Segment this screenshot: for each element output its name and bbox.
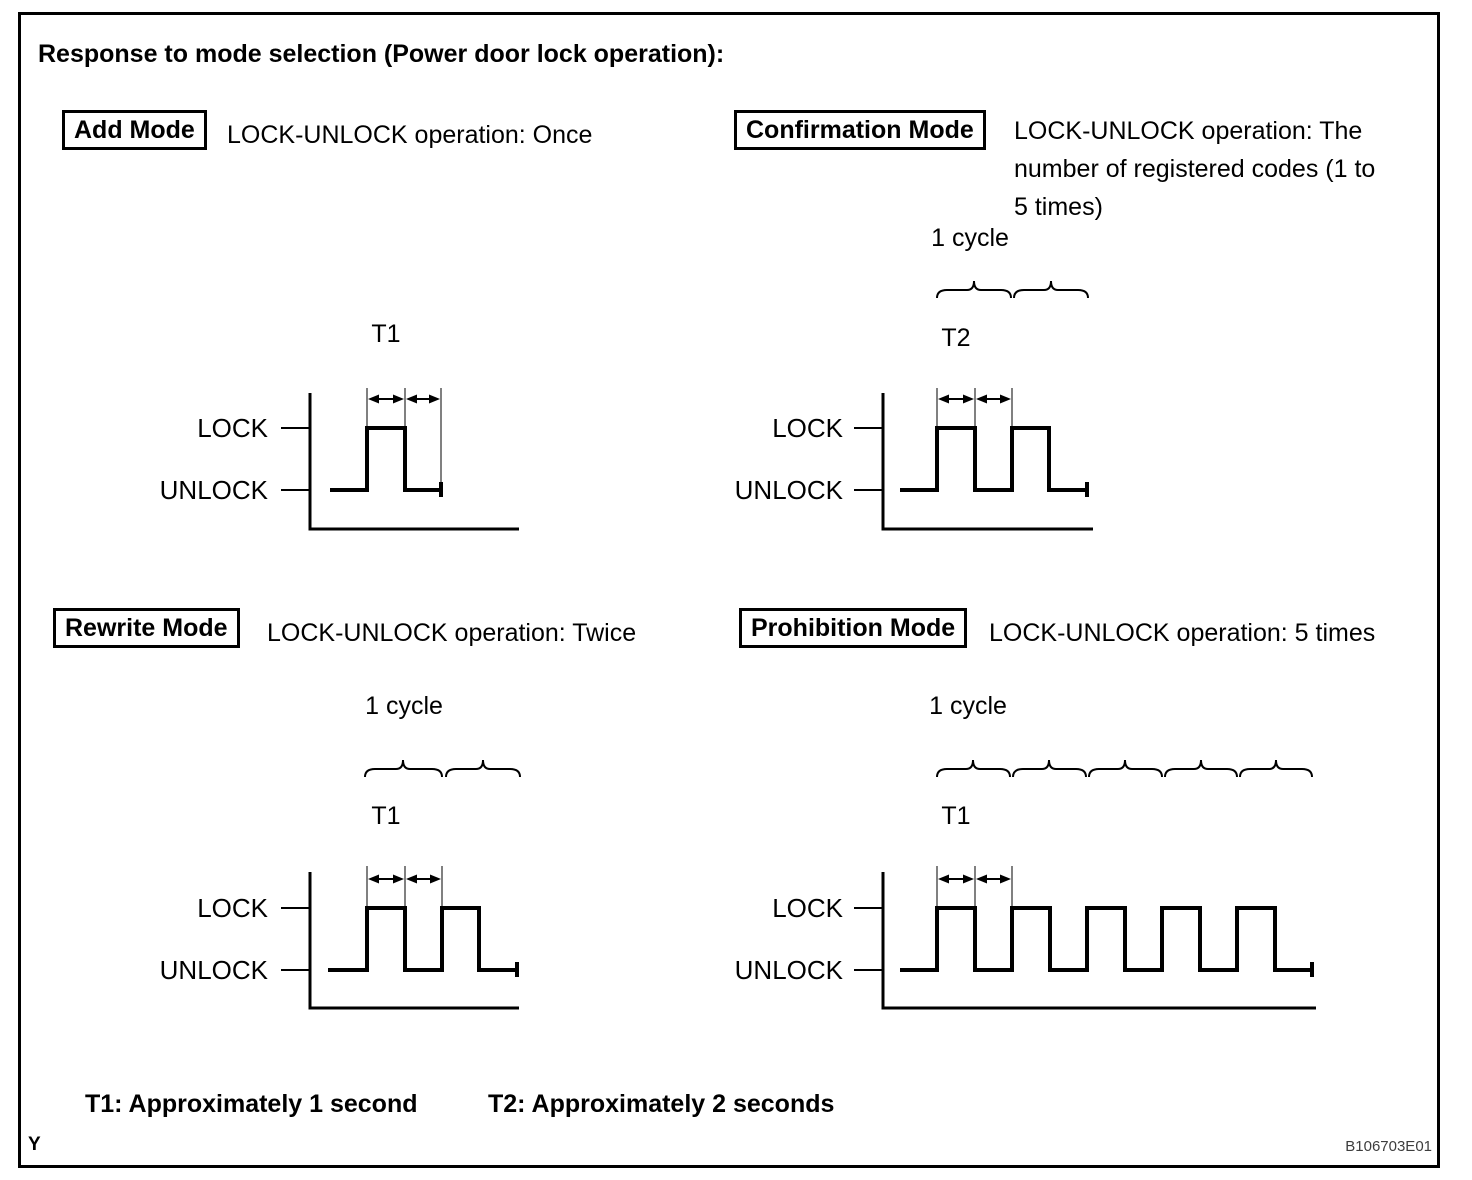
arrowhead bbox=[429, 394, 440, 404]
dimension-lines bbox=[366, 866, 443, 906]
waveform-trace bbox=[900, 906, 1312, 972]
cycle-brace bbox=[1164, 759, 1238, 778]
lock-label: LOCK bbox=[772, 893, 843, 923]
axis bbox=[881, 393, 1093, 531]
arrowhead bbox=[963, 874, 974, 884]
level-ticks bbox=[854, 907, 883, 971]
arrowhead bbox=[406, 394, 417, 404]
arrowhead bbox=[393, 394, 404, 404]
arrowhead bbox=[938, 874, 949, 884]
arrowhead bbox=[976, 874, 987, 884]
arrowhead bbox=[1000, 874, 1011, 884]
mode-description: LOCK-UNLOCK operation: Once bbox=[227, 121, 593, 149]
mode-description-line: 5 times) bbox=[1014, 193, 1103, 221]
arrowhead bbox=[938, 394, 949, 404]
level-ticks bbox=[854, 427, 883, 491]
lock-label: LOCK bbox=[772, 413, 843, 443]
cycle-label: 1 cycle bbox=[365, 692, 443, 720]
dimension-lines bbox=[366, 388, 442, 483]
cycle-label: 1 cycle bbox=[929, 692, 1007, 720]
lock-label: LOCK bbox=[197, 893, 268, 923]
cycle-brace bbox=[364, 759, 443, 778]
unlock-label: UNLOCK bbox=[159, 955, 268, 985]
page-letter-y: Y bbox=[28, 1134, 41, 1155]
dimension-arrows bbox=[938, 874, 1011, 884]
axis bbox=[308, 393, 519, 531]
dimension-lines bbox=[936, 866, 1013, 906]
cycle-braces bbox=[936, 280, 1089, 299]
cycle-brace bbox=[936, 280, 1012, 299]
waveform-diagram-rewrite bbox=[281, 759, 521, 1010]
dimension-arrows bbox=[368, 394, 440, 404]
cycle-braces bbox=[936, 759, 1313, 778]
mode-description-line: number of registered codes (1 to bbox=[1014, 155, 1376, 183]
unlock-label: UNLOCK bbox=[159, 475, 268, 505]
cycle-brace bbox=[1012, 759, 1087, 778]
lock-label: LOCK bbox=[197, 413, 268, 443]
figure-border bbox=[18, 12, 1440, 1168]
waveform-diagram-confirmation bbox=[854, 280, 1093, 531]
cycle-brace bbox=[1239, 759, 1313, 778]
waveform-diagram-prohibition bbox=[854, 759, 1316, 1010]
cycle-braces bbox=[364, 759, 521, 778]
cycle-brace bbox=[936, 759, 1011, 778]
cycle-label: 1 cycle bbox=[931, 224, 1009, 252]
mode-label-box: Prohibition Mode bbox=[739, 608, 968, 648]
arrowhead bbox=[1000, 394, 1011, 404]
mode-label-box: Add Mode bbox=[62, 110, 207, 150]
dimension-arrows bbox=[368, 874, 441, 884]
t-label: T2 bbox=[941, 324, 971, 352]
level-ticks bbox=[281, 427, 310, 491]
mode-label-box: Confirmation Mode bbox=[734, 110, 986, 150]
t2-note: T2: Approximately 2 seconds bbox=[488, 1090, 835, 1118]
arrowhead bbox=[368, 394, 379, 404]
unlock-label: UNLOCK bbox=[734, 475, 843, 505]
mode-label-box: Rewrite Mode bbox=[53, 608, 240, 648]
cycle-brace bbox=[1088, 759, 1163, 778]
arrowhead bbox=[393, 874, 404, 884]
waveform-trace bbox=[328, 906, 517, 972]
dimension-lines bbox=[936, 388, 1013, 426]
mode-description: LOCK-UNLOCK operation: Twice bbox=[267, 619, 637, 647]
unlock-label: UNLOCK bbox=[734, 955, 843, 985]
cycle-brace bbox=[1013, 280, 1089, 299]
waveform-diagram-add bbox=[281, 388, 519, 531]
arrowhead bbox=[406, 874, 417, 884]
t-label: T1 bbox=[941, 802, 971, 830]
t-label: T1 bbox=[371, 802, 401, 830]
arrowhead bbox=[976, 394, 987, 404]
figure-code: B106703E01 bbox=[1345, 1138, 1432, 1155]
waveform-trace bbox=[900, 426, 1087, 492]
axis bbox=[881, 872, 1316, 1010]
arrowhead bbox=[368, 874, 379, 884]
mode-description: LOCK-UNLOCK operation: 5 times bbox=[989, 619, 1376, 647]
dimension-arrows bbox=[938, 394, 1011, 404]
level-ticks bbox=[281, 907, 310, 971]
t-label: T1 bbox=[371, 320, 401, 348]
cycle-brace bbox=[445, 759, 521, 778]
mode-description: LOCK-UNLOCK operation: The number of reg… bbox=[1014, 112, 1375, 226]
arrowhead bbox=[430, 874, 441, 884]
t1-note: T1: Approximately 1 second bbox=[85, 1090, 418, 1118]
figure-title: Response to mode selection (Power door l… bbox=[38, 40, 725, 68]
axis bbox=[308, 872, 519, 1010]
arrowhead bbox=[963, 394, 974, 404]
waveform-trace bbox=[330, 426, 441, 492]
mode-description-line: LOCK-UNLOCK operation: The bbox=[1014, 117, 1363, 145]
